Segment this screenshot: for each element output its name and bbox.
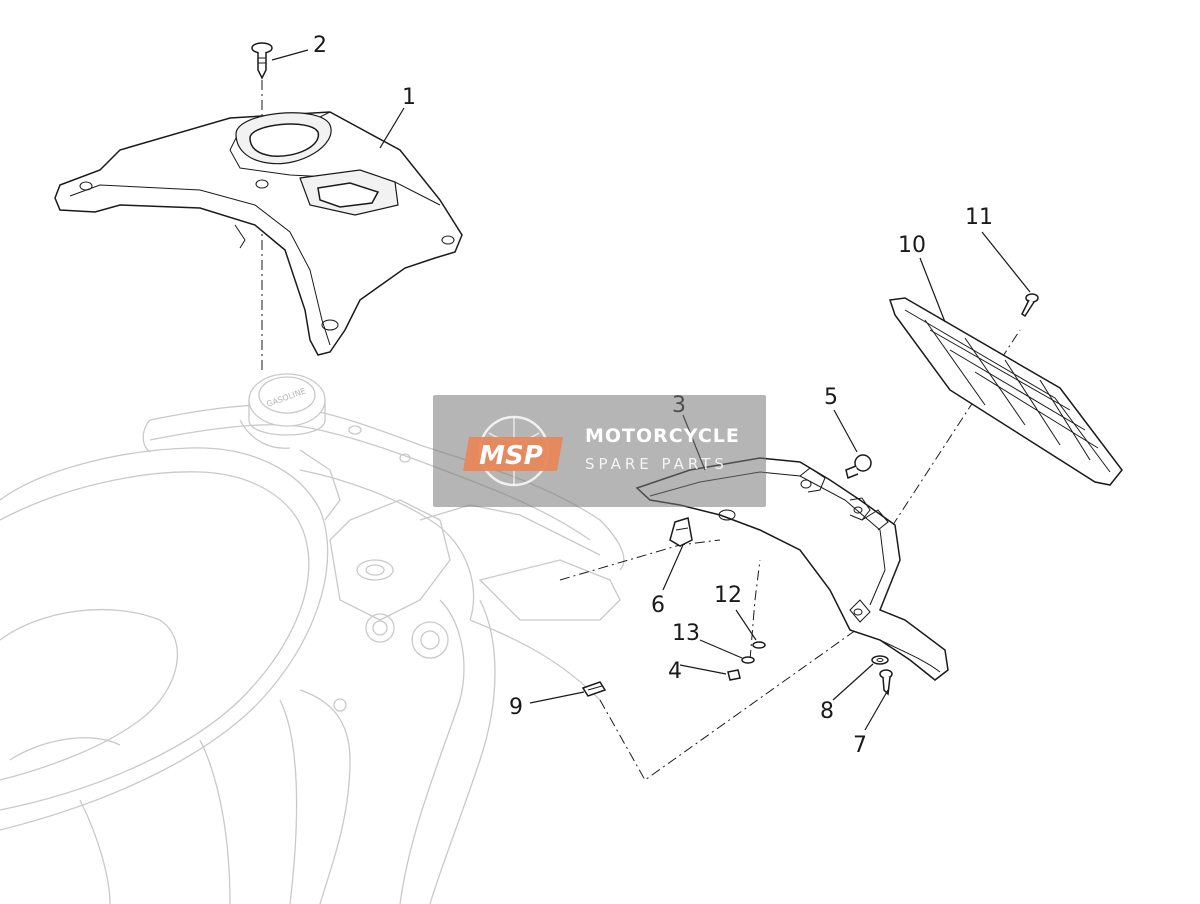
msp-logo-text: MSP: [479, 441, 543, 471]
part-1-rear-cover: [54, 111, 463, 356]
watermark: MSP MOTORCYCLE SPARE PARTS: [433, 395, 766, 507]
part-9-clip: [581, 681, 607, 697]
part-12-o-ring: [752, 641, 766, 649]
part-11-screw: [1021, 293, 1039, 318]
callout-4: 4: [668, 659, 682, 684]
callout-10: 10: [898, 233, 926, 258]
callout-8: 8: [820, 699, 834, 724]
msp-logo: MSP: [463, 415, 563, 487]
part-5-bolt: [845, 454, 872, 480]
callout-13: 13: [672, 621, 700, 646]
fuel-cap-ghost: GASOLINE: [248, 373, 326, 436]
callout-1: 1: [402, 85, 416, 110]
part-7-screw: [879, 669, 893, 696]
part-13-washer: [741, 656, 755, 664]
callout-2: 2: [313, 33, 327, 58]
callout-6: 6: [651, 593, 665, 618]
part-3-license-plate-holder: [635, 457, 949, 681]
watermark-subtitle: SPARE PARTS: [585, 455, 728, 473]
callout-11: 11: [965, 205, 993, 230]
watermark-title: MOTORCYCLE: [585, 425, 740, 447]
callout-12: 12: [714, 583, 742, 608]
part-2-screw: [251, 42, 273, 80]
part-8-washer: [871, 655, 889, 665]
part-4-nut: [727, 669, 741, 681]
scooter-frame-ghost: [0, 404, 625, 904]
part-6-clip: [669, 517, 693, 547]
callout-7: 7: [853, 733, 867, 758]
callout-9: 9: [509, 695, 523, 720]
callout-5: 5: [824, 385, 838, 410]
part-10-license-plate: [889, 297, 1123, 486]
